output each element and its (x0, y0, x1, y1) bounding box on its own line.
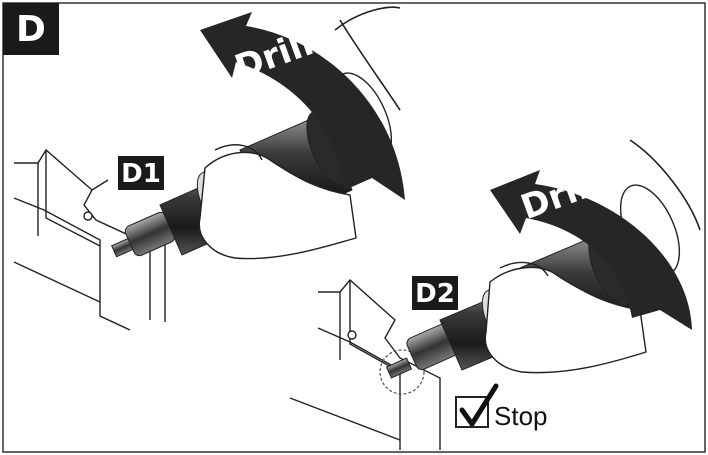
step-label-d1-box (118, 156, 164, 190)
rotation-arrow-1 (200, 12, 405, 200)
step-label-d2: D2 (415, 279, 455, 309)
step-d1-illustration (13, 6, 405, 331)
checkbox-checked-icon (455, 383, 499, 428)
panel-letter-badge: D (3, 3, 59, 55)
stop-label: Stop (494, 401, 548, 431)
rotation-arrow-2 (490, 170, 692, 330)
workpiece-bracket-2 (289, 278, 441, 450)
step-label-d2-box (412, 276, 458, 310)
step-label-d1: D1 (121, 159, 161, 189)
panel-letter: D (16, 9, 46, 50)
step-d2-illustration (289, 139, 701, 450)
